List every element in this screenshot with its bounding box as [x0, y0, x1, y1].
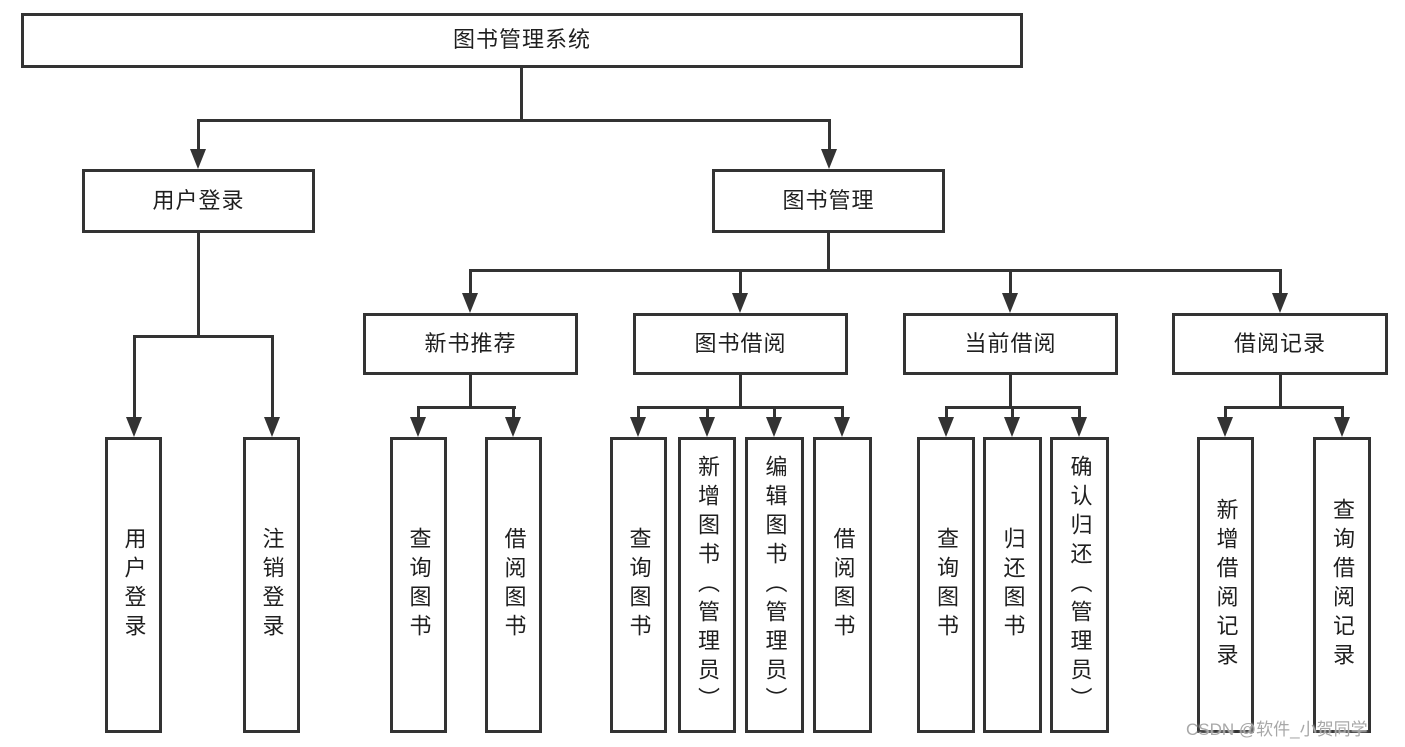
connector-line [469, 375, 472, 409]
connector-line [841, 406, 844, 419]
arrowhead-icon [1217, 417, 1233, 437]
connector-line [512, 406, 515, 419]
connector-line [773, 406, 776, 419]
connector-line [133, 335, 136, 419]
arrowhead-icon [190, 149, 206, 169]
connector-line [739, 375, 742, 409]
connector-line [1279, 269, 1282, 295]
arrowhead-icon [699, 417, 715, 437]
connector-line [1224, 406, 1344, 409]
connector-line [133, 335, 274, 338]
connector-line [827, 233, 830, 272]
arrowhead-icon [1334, 417, 1350, 437]
connector-line [637, 406, 844, 409]
arrowhead-icon [630, 417, 646, 437]
leaf-user-login: 用户登录 [105, 437, 162, 733]
leaf-borrow-books-recommend: 借阅图书 [485, 437, 542, 733]
connector-line [469, 269, 1282, 272]
connector-line [945, 406, 948, 419]
arrowhead-icon [410, 417, 426, 437]
leaf-query-books-borrowing: 查询图书 [610, 437, 667, 733]
arrowhead-icon [1071, 417, 1087, 437]
node-library-management-system: 图书管理系统 [21, 13, 1023, 68]
node-new-book-recommend: 新书推荐 [363, 313, 578, 375]
arrowhead-icon [462, 293, 478, 313]
arrowhead-icon [834, 417, 850, 437]
connector-line [1341, 406, 1344, 419]
leaf-logout: 注销登录 [243, 437, 300, 733]
connector-line [520, 68, 523, 121]
connector-line [197, 233, 200, 338]
arrowhead-icon [505, 417, 521, 437]
connector-line [1078, 406, 1081, 419]
node-borrowing-records: 借阅记录 [1172, 313, 1388, 375]
leaf-query-books-current: 查询图书 [917, 437, 975, 733]
leaf-query-borrow-record: 查询借阅记录 [1313, 437, 1371, 733]
connector-line [1009, 375, 1012, 409]
connector-line [417, 406, 516, 409]
arrowhead-icon [264, 417, 280, 437]
connector-line [197, 119, 200, 152]
connector-line [1224, 406, 1227, 419]
arrowhead-icon [1004, 417, 1020, 437]
csdn-watermark: CSDN @软件_小贺同学 [1186, 720, 1368, 739]
leaf-return-books: 归还图书 [983, 437, 1042, 733]
connector-line [1009, 269, 1012, 295]
connector-line [828, 119, 831, 152]
connector-line [637, 406, 640, 419]
connector-line [1279, 375, 1282, 409]
node-book-borrowing: 图书借阅 [633, 313, 848, 375]
node-user-login: 用户登录 [82, 169, 315, 233]
connector-line [271, 335, 274, 419]
arrowhead-icon [732, 293, 748, 313]
leaf-confirm-return-admin: 确认归还（管理员） [1050, 437, 1109, 733]
connector-line [1011, 406, 1014, 419]
leaf-borrow-books: 借阅图书 [813, 437, 872, 733]
arrowhead-icon [938, 417, 954, 437]
leaf-query-books-recommend: 查询图书 [390, 437, 447, 733]
connector-line [469, 269, 472, 295]
arrowhead-icon [126, 417, 142, 437]
node-book-management: 图书管理 [712, 169, 945, 233]
connector-line [417, 406, 420, 419]
node-current-borrowing: 当前借阅 [903, 313, 1118, 375]
arrowhead-icon [766, 417, 782, 437]
arrowhead-icon [821, 149, 837, 169]
arrowhead-icon [1002, 293, 1018, 313]
leaf-edit-books-admin: 编辑图书（管理员） [745, 437, 804, 733]
connector-line [706, 406, 709, 419]
connector-line [739, 269, 742, 295]
arrowhead-icon [1272, 293, 1288, 313]
leaf-add-borrow-record: 新增借阅记录 [1197, 437, 1254, 733]
leaf-add-books-admin: 新增图书（管理员） [678, 437, 736, 733]
connector-line [197, 119, 831, 122]
